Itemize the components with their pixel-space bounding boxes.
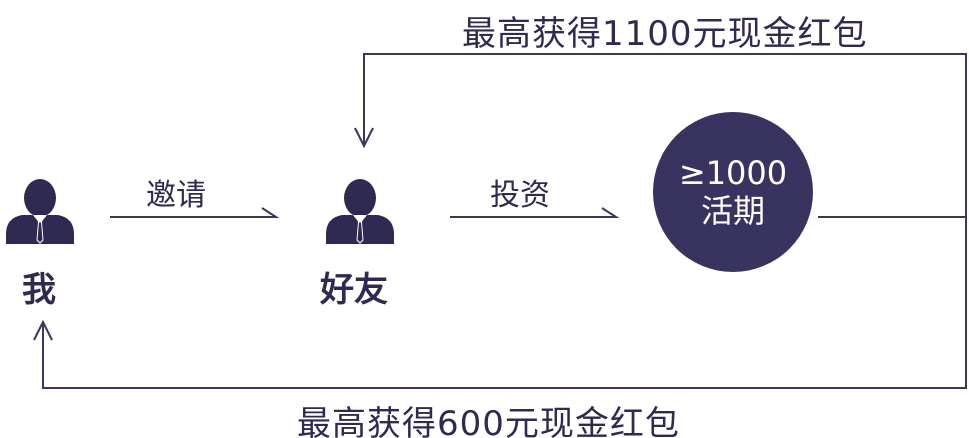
condition-type: 活期 — [700, 192, 765, 230]
invite-label: 邀请 — [146, 178, 206, 213]
top-loop-arrowhead — [354, 127, 374, 149]
me-label: 我 — [22, 270, 56, 310]
bottom-loop-line — [42, 217, 967, 389]
bottom-loop-arrowhead — [33, 319, 53, 341]
person-icon — [326, 179, 394, 244]
invite-arrow — [110, 207, 280, 218]
friend-label: 好友 — [320, 270, 388, 310]
bottom-reward-label: 最高获得600元现金红包 — [297, 404, 680, 438]
person-icon — [6, 179, 74, 244]
condition-amount: ≥1000 — [678, 154, 788, 192]
condition-text: ≥1000 活期 — [648, 112, 818, 272]
invest-label: 投资 — [490, 178, 550, 213]
invest-arrow — [450, 207, 620, 218]
condition-circle — [653, 112, 813, 272]
top-loop-line — [363, 53, 967, 217]
top-reward-label: 最高获得1100元现金红包 — [462, 14, 868, 54]
